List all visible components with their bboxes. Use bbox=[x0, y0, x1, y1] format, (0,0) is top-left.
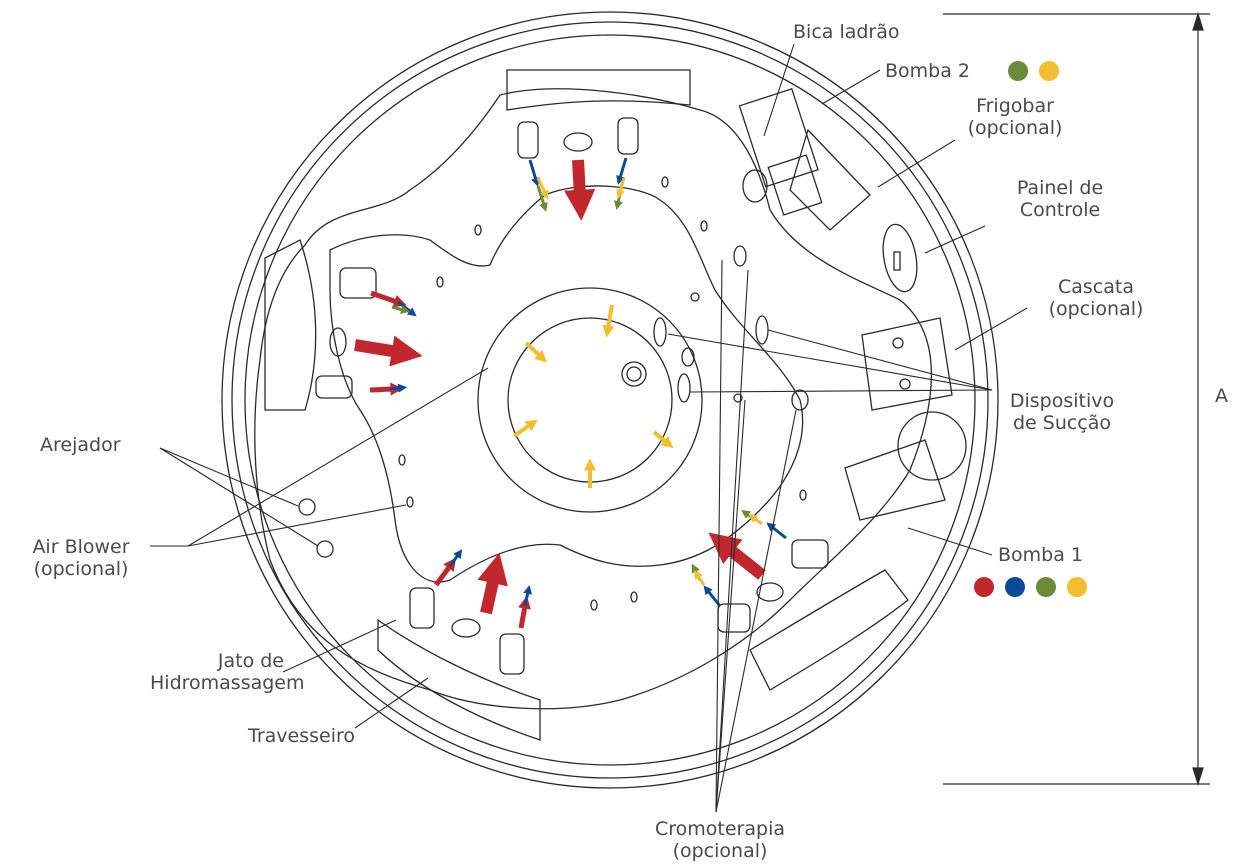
label-dimension-a: A bbox=[1215, 385, 1228, 407]
pump-2-motor bbox=[767, 154, 823, 216]
arrow-red bbox=[477, 552, 508, 615]
arejador-1 bbox=[298, 498, 316, 516]
label-dispositivo-de-succao: Dispositivo de Sucção bbox=[1009, 390, 1115, 434]
frigobar-box bbox=[789, 128, 871, 231]
jet-group-left bbox=[315, 267, 377, 399]
center-table-inner bbox=[507, 317, 673, 483]
bench-top bbox=[506, 69, 691, 111]
arrow-red bbox=[354, 335, 423, 367]
label-cromoterapia: Cromoterapia (opcional) bbox=[655, 818, 785, 862]
bench-bottom-right bbox=[749, 569, 909, 691]
legend-dot-green bbox=[1036, 577, 1056, 597]
center-drain bbox=[621, 361, 647, 387]
cascata-box bbox=[861, 317, 953, 411]
arrow-red bbox=[369, 382, 404, 396]
arrow-red bbox=[708, 532, 766, 580]
bomba-1-color-legend bbox=[974, 577, 1087, 597]
bomba-2-color-legend bbox=[1008, 61, 1059, 81]
arejador-2 bbox=[316, 540, 334, 558]
jet-group-bottom-left bbox=[409, 587, 525, 675]
label-cascata: Cascata (opcional) bbox=[1048, 276, 1144, 320]
center-drain-inner bbox=[626, 366, 642, 382]
arrow-red bbox=[433, 557, 457, 587]
arrow-red bbox=[370, 290, 407, 308]
pump-1-housing bbox=[897, 411, 967, 481]
pump-1-body bbox=[844, 439, 946, 521]
label-air-blower: Air Blower (opcional) bbox=[32, 536, 130, 580]
label-travesseiro: Travesseiro bbox=[248, 725, 355, 747]
arrow-red bbox=[564, 159, 596, 221]
center-table-outer bbox=[477, 287, 703, 513]
control-panel bbox=[882, 223, 918, 293]
label-bomba-2: Bomba 2 bbox=[885, 60, 970, 82]
label-painel-de-controle: Painel de Controle bbox=[1016, 177, 1104, 221]
legend-dot-red bbox=[974, 577, 994, 597]
legend-dot-yellow bbox=[1039, 61, 1059, 81]
suction-3 bbox=[755, 315, 769, 345]
arrow-red bbox=[518, 595, 531, 629]
bench-bottom-left bbox=[377, 618, 541, 741]
pump-2-body bbox=[738, 88, 819, 188]
seat-outline bbox=[254, 88, 933, 710]
outer-rim bbox=[221, 11, 999, 789]
inner-rim bbox=[231, 21, 989, 779]
deck-edge bbox=[244, 34, 976, 766]
legend-dot-blue bbox=[1005, 577, 1025, 597]
label-jato-de-hidromassagem: Jato de Hidromassagem bbox=[150, 650, 305, 694]
label-frigobar: Frigobar (opcional) bbox=[967, 95, 1063, 139]
jet-group-top bbox=[517, 117, 639, 159]
suction-1 bbox=[653, 317, 667, 347]
label-bica-ladrao: Bica ladrão bbox=[793, 21, 900, 43]
label-bomba-1: Bomba 1 bbox=[998, 544, 1083, 566]
suction-2 bbox=[677, 373, 691, 403]
label-arejador: Arejador bbox=[40, 434, 121, 456]
bench-left bbox=[264, 239, 317, 411]
legend-dot-yellow bbox=[1067, 577, 1087, 597]
footwell-outline bbox=[329, 185, 804, 583]
legend-dot-green bbox=[1008, 61, 1028, 81]
